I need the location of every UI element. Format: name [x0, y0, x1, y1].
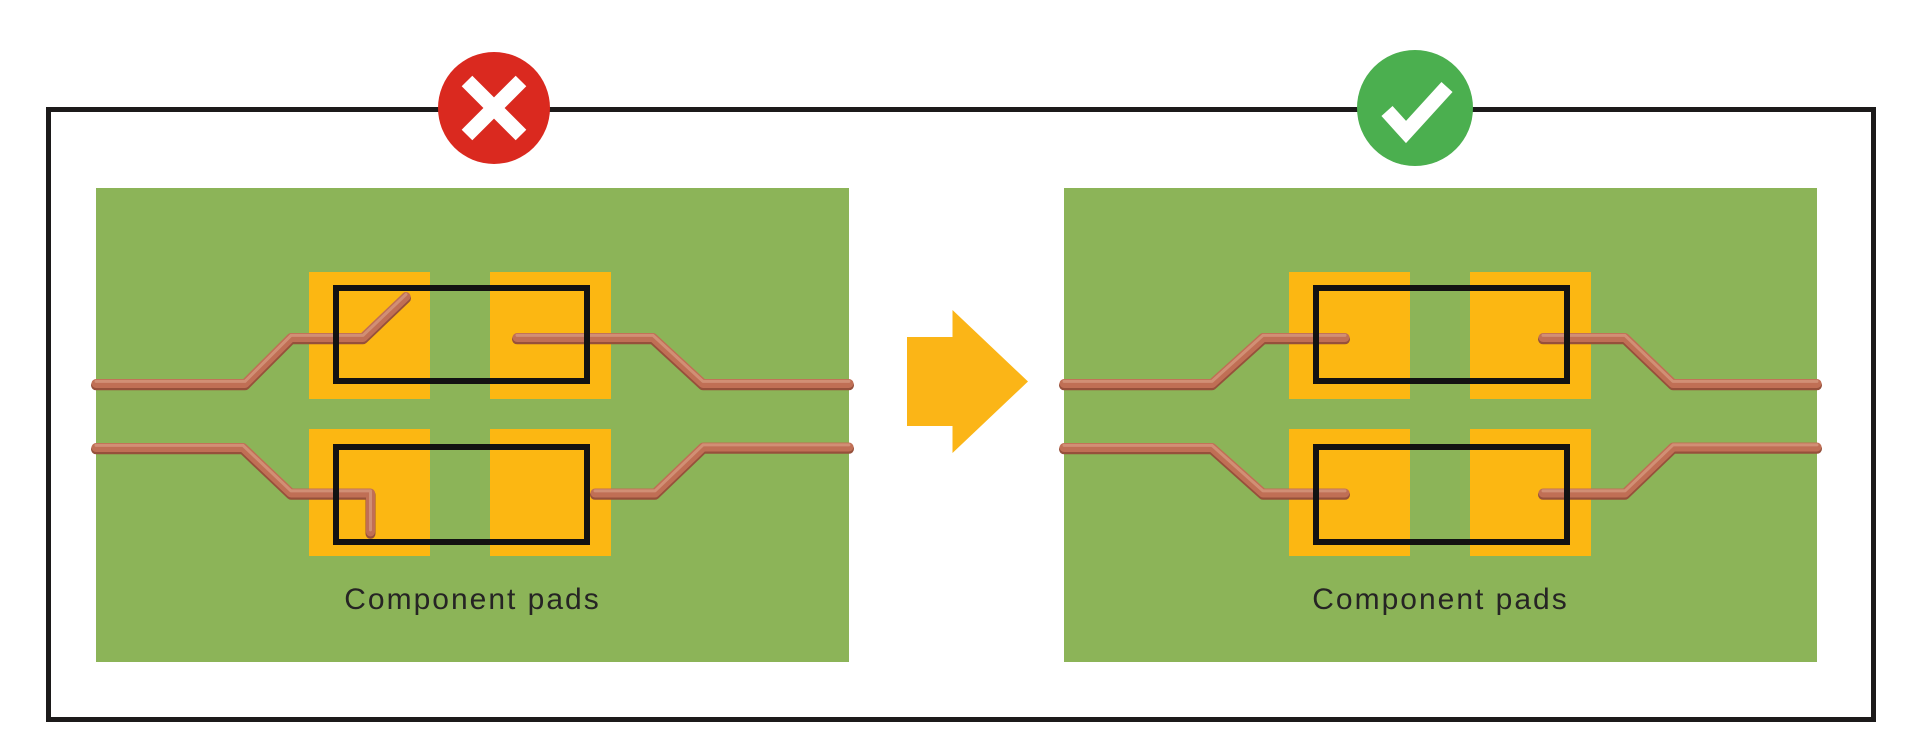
copper-trace [1541, 443, 1819, 493]
x-mark-icon [438, 52, 550, 164]
component-pads-label: Component pads [344, 583, 601, 616]
pcb-board-substrate [96, 188, 849, 662]
copper-trace [1538, 442, 1822, 498]
component-outline [333, 444, 590, 545]
arrow-right-icon [907, 310, 1028, 453]
check-icon [1357, 50, 1473, 166]
copper-trace [1062, 443, 1347, 493]
copper-trace-body-layer [1059, 333, 1822, 498]
copper-trace [593, 443, 851, 493]
copper-trace [590, 442, 854, 498]
component-pads-label: Component pads [1312, 583, 1569, 616]
pcb-board-correct [1059, 188, 1822, 662]
pcb-board-incorrect [91, 188, 854, 662]
copper-trace [1059, 443, 1350, 498]
check-glyph [1381, 81, 1453, 144]
panel-incorrect: Component pads [91, 188, 854, 662]
component-outline [1313, 285, 1570, 384]
copper-trace [1062, 333, 1347, 383]
component-outline [1313, 444, 1570, 545]
copper-trace [1541, 333, 1819, 383]
copper-trace [1538, 333, 1822, 388]
component-outline [333, 285, 590, 384]
copper-trace [94, 443, 372, 532]
copper-trace [1059, 333, 1350, 388]
copper-trace-highlight-layer [1062, 333, 1819, 493]
pcb-board-substrate [1064, 188, 1817, 662]
x-mark-glyph [461, 75, 527, 141]
copper-trace [94, 292, 408, 383]
arrow-shape [907, 310, 1028, 453]
panel-correct: Component pads [1059, 188, 1822, 662]
correct-badge-circle [1357, 50, 1473, 166]
